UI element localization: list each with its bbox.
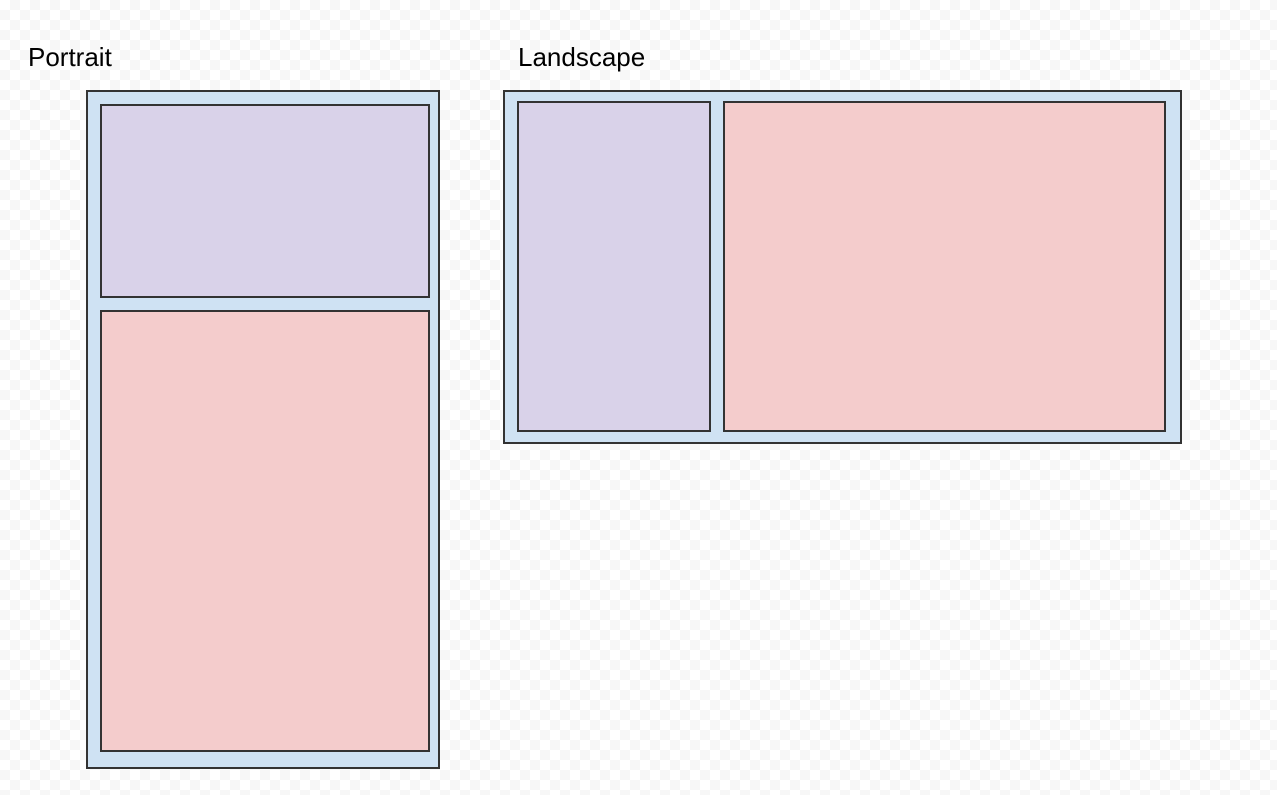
portrait-bottom-pane bbox=[100, 310, 430, 752]
portrait-top-pane bbox=[100, 104, 430, 298]
landscape-device-frame bbox=[503, 90, 1182, 444]
landscape-right-pane bbox=[723, 101, 1166, 432]
portrait-device-frame bbox=[86, 90, 440, 769]
landscape-label: Landscape bbox=[518, 42, 646, 72]
portrait-label: Portrait bbox=[28, 42, 112, 72]
landscape-left-pane bbox=[517, 101, 711, 432]
